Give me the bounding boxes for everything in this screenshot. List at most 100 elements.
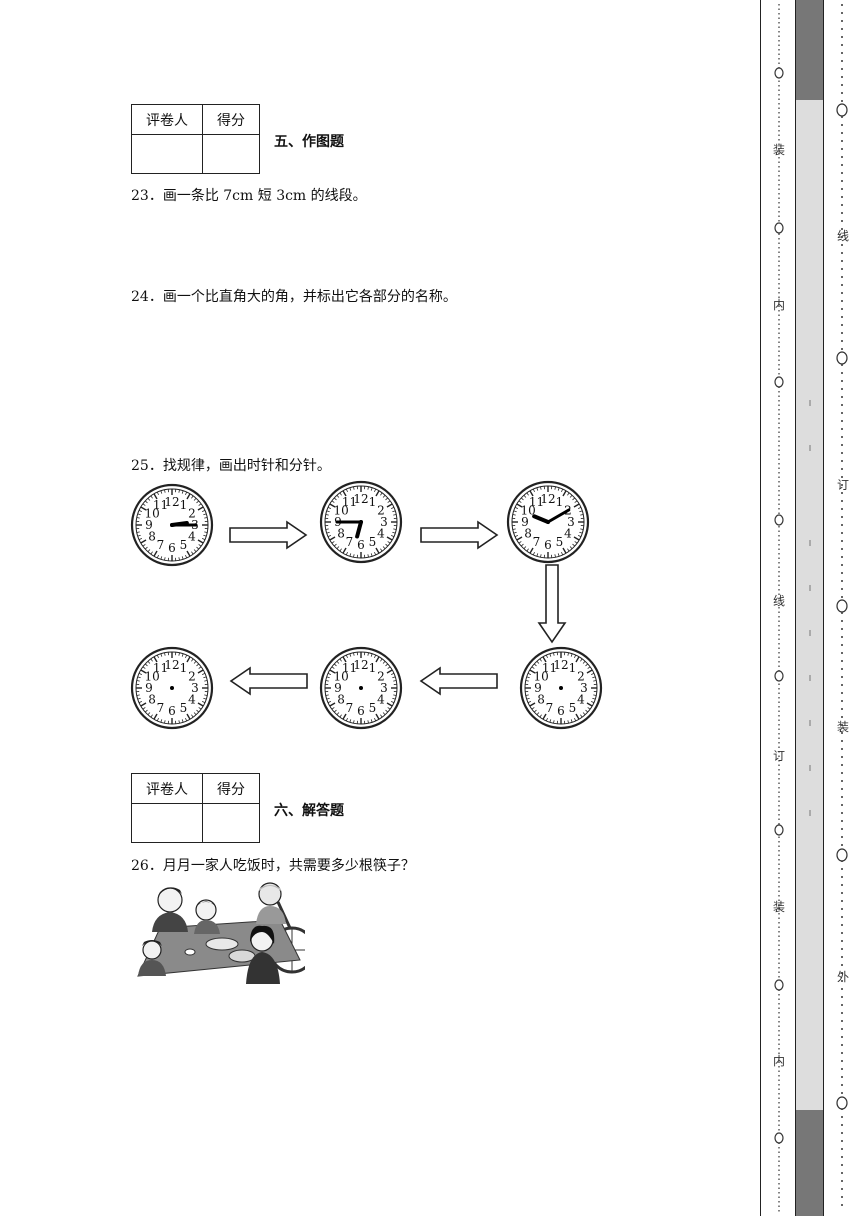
clock-numeral: 7: [157, 538, 165, 552]
clock-numeral: 11: [529, 495, 544, 509]
question-25: 25．找规律，画出时针和分针。: [131, 458, 331, 474]
clock-numeral: 8: [524, 527, 532, 541]
binding-hole: [774, 670, 784, 682]
clock-numeral: 5: [569, 701, 577, 715]
clock-numeral: 3: [380, 681, 388, 695]
binding-hole: [836, 351, 848, 365]
minute-hand: [546, 508, 571, 524]
reviewer-label: 评卷人: [131, 104, 203, 135]
clock-numeral: 6: [357, 704, 365, 718]
hour-hand: [355, 520, 363, 539]
clock-numeral: 10: [533, 670, 548, 684]
score-cell[interactable]: [202, 134, 260, 174]
clock-numeral: 1: [569, 661, 577, 675]
clock-numeral: 4: [377, 527, 385, 541]
clock-numeral: 1: [369, 661, 377, 675]
clock-numeral: 2: [577, 670, 585, 684]
question-24: 24．画一个比直角大的角，并标出它各部分的名称。: [131, 289, 457, 305]
clock-numeral: 3: [580, 681, 588, 695]
clock-numeral: 8: [537, 693, 545, 707]
binding-label: 装: [772, 143, 785, 157]
score-cell[interactable]: [202, 803, 260, 843]
binding-hole: [836, 1096, 848, 1110]
binding-hole: [774, 222, 784, 234]
clock-numeral: 6: [168, 704, 176, 718]
binding-label: 内: [772, 1054, 785, 1068]
clock-numeral: 4: [188, 530, 196, 544]
binding-hole: [774, 514, 784, 526]
arrow-down-icon: [537, 564, 567, 644]
binding-label: 线: [772, 594, 785, 608]
arrow-left-icon: [229, 666, 308, 696]
clock-numeral: 3: [567, 515, 575, 529]
section-title: 六、解答题: [274, 803, 344, 819]
binding-label: 订: [836, 478, 849, 492]
clock-numeral: 9: [145, 681, 153, 695]
clock-numeral: 11: [542, 661, 557, 675]
arrow-right-icon: [420, 520, 499, 550]
clock-numeral: 2: [377, 670, 385, 684]
clock-numeral: 8: [148, 530, 156, 544]
binding-hole: [836, 103, 848, 117]
clock-numeral: 5: [180, 701, 188, 715]
arrow-right-icon: [229, 520, 308, 550]
reviewer-cell[interactable]: [131, 134, 203, 174]
hour-hand: [532, 514, 550, 524]
clock-numeral: 5: [180, 538, 188, 552]
clock-numeral: 12: [164, 495, 179, 509]
binding-hole: [774, 824, 784, 836]
clock-center: [546, 520, 550, 524]
clock-numeral: 7: [546, 701, 554, 715]
binding-hole: [774, 1132, 784, 1144]
question-23: 23．画一条比 7cm 短 3cm 的线段。: [131, 188, 367, 204]
arrow-left-icon: [419, 666, 498, 696]
clock-numeral: 7: [533, 535, 541, 549]
clock-center: [359, 686, 363, 690]
clock-numeral: 4: [577, 693, 585, 707]
binding-label: 线: [836, 229, 849, 243]
clock-numeral: 9: [521, 515, 529, 529]
binding-label: 内: [772, 298, 785, 312]
binding-line-marks: [774, 4, 848, 1212]
clock-numeral: 1: [180, 498, 188, 512]
clock-numeral: 5: [369, 535, 377, 549]
score-label: 得分: [202, 773, 260, 804]
clock-numeral: 3: [380, 515, 388, 529]
clock-numeral: 8: [337, 527, 345, 541]
clock-numeral: 6: [168, 541, 176, 555]
clock-numeral: 7: [157, 701, 165, 715]
clock-center: [359, 520, 363, 524]
clock-numeral: 11: [342, 661, 357, 675]
binding-label: 装: [772, 900, 785, 914]
clock-numeral: 6: [557, 704, 565, 718]
clock-numeral: 1: [180, 661, 188, 675]
clock-numeral: 5: [369, 701, 377, 715]
binding-label: 外: [836, 970, 849, 984]
clock-numeral: 1: [556, 495, 564, 509]
clock-numeral: 4: [377, 693, 385, 707]
reviewer-cell[interactable]: [131, 803, 203, 843]
clock-center: [559, 686, 563, 690]
clock-numeral: 7: [346, 535, 354, 549]
score-table: 评卷人 得分: [131, 773, 260, 843]
clock-numeral: 4: [188, 693, 196, 707]
clock-numeral: 8: [148, 693, 156, 707]
question-26: 26．月月一家人吃饭时，共需要多少根筷子？: [131, 858, 415, 874]
clock-numeral: 10: [144, 507, 159, 521]
clock-numeral: 1: [369, 495, 377, 509]
clock-numeral: 6: [544, 538, 552, 552]
binding-hole: [774, 979, 784, 991]
clock-numeral: 6: [357, 538, 365, 552]
clock-numeral: 11: [153, 498, 168, 512]
binding-hole: [774, 376, 784, 388]
binding-hole: [836, 848, 848, 862]
clock-numeral: 9: [334, 681, 342, 695]
clock-numeral: 3: [191, 681, 199, 695]
clock-numeral: 10: [333, 670, 348, 684]
clock-numeral: 12: [164, 658, 179, 672]
